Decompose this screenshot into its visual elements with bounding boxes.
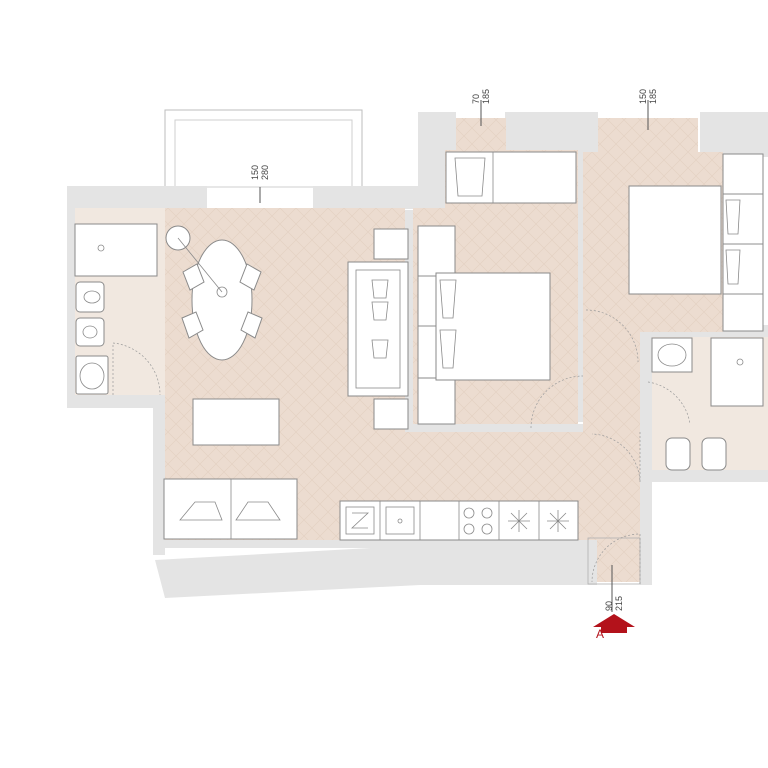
hob-burner	[463, 523, 475, 535]
dimension-bedroom1-window: 150 185	[638, 89, 658, 104]
dimension-living-window: 150 280	[250, 165, 270, 180]
kitchen	[339, 500, 579, 541]
sofa-right	[347, 261, 409, 397]
entrance-marker: A	[593, 614, 635, 641]
wardrobe-right	[722, 153, 764, 332]
hob-burner	[481, 507, 493, 519]
dining-chair	[182, 263, 205, 291]
hob-burner	[463, 507, 475, 519]
side-table-top	[373, 228, 409, 260]
fridge-icon	[508, 510, 530, 532]
freezer-icon	[547, 510, 569, 532]
wardrobe-lower	[417, 377, 456, 425]
living-room	[163, 225, 409, 540]
window-markers	[259, 100, 649, 612]
svg-text:70: 70	[471, 94, 481, 104]
svg-text:185: 185	[648, 89, 658, 104]
svg-text:150: 150	[250, 165, 260, 180]
shower-2	[710, 337, 764, 407]
sink-icon	[385, 506, 415, 535]
dining-table	[191, 239, 253, 361]
bathroom-2	[647, 337, 764, 471]
toilet	[75, 281, 105, 313]
entry-door	[587, 432, 641, 585]
double-bed-1	[628, 185, 722, 295]
washbasin	[75, 355, 109, 395]
svg-text:280: 280	[260, 165, 270, 180]
side-table-bottom	[373, 398, 409, 430]
bidet-2	[701, 437, 727, 471]
svg-text:215: 215	[614, 596, 624, 611]
dimension-bedroom2-window: 70 185	[471, 89, 491, 104]
entrance-label: A	[596, 627, 604, 641]
svg-text:185: 185	[481, 89, 491, 104]
bedroom-2	[417, 151, 584, 429]
dining-chair	[240, 311, 263, 339]
hob-burner	[481, 523, 493, 535]
bidet	[75, 317, 105, 347]
entrance-arrow-icon	[593, 614, 635, 633]
coffee-table	[192, 398, 280, 446]
bathroom-main	[74, 223, 161, 396]
dimension-entrance-door: 90 215	[604, 596, 624, 611]
shower-tray	[74, 223, 158, 277]
svg-text:90: 90	[604, 601, 614, 611]
svg-text:150: 150	[638, 89, 648, 104]
dining-chair	[181, 311, 204, 339]
single-bed	[445, 151, 577, 204]
sofa-bottom	[163, 478, 298, 540]
balcony	[164, 109, 363, 188]
dishwasher-icon	[345, 506, 375, 535]
dining-chair	[239, 263, 262, 291]
exterior-walls	[67, 112, 768, 598]
toilet-2	[665, 437, 691, 471]
bedroom-1	[585, 153, 764, 363]
